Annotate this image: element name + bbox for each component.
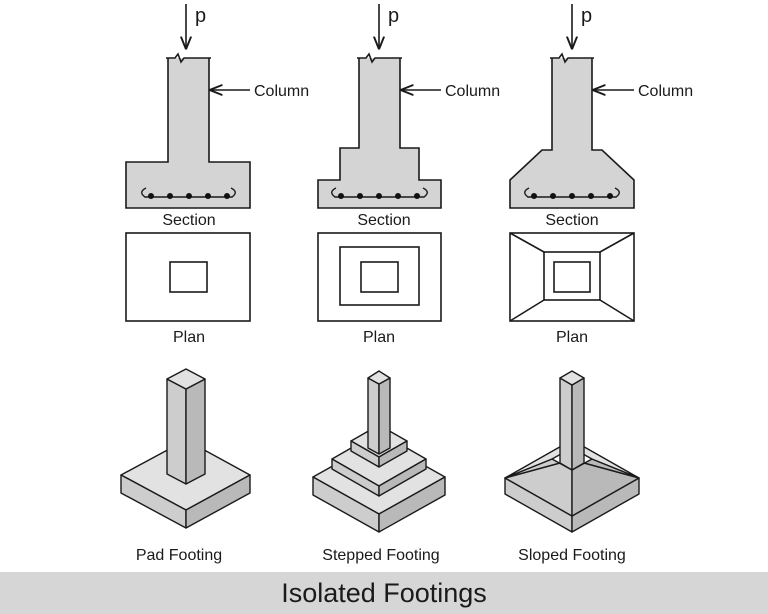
load-label: p (581, 5, 592, 27)
plan-label: Plan (173, 329, 205, 346)
diagram-caption: Isolated Footings (281, 577, 487, 608)
load-label: p (195, 5, 206, 27)
section-label: Section (545, 212, 598, 229)
load-label: p (388, 5, 399, 27)
footing-name: Sloped Footing (518, 547, 626, 564)
sloped-footing-3d: Sloped Footing (504, 370, 640, 564)
pad-footing-section: p Column Section (125, 4, 309, 229)
stepped-footing-section: p Column Section (317, 4, 500, 229)
footing-diagram: p Column Section Plan Pad Footing p Colu… (120, 4, 693, 564)
plan-label: Plan (363, 329, 395, 346)
pad-footing-plan: Plan (125, 232, 251, 346)
plan-label: Plan (556, 329, 588, 346)
column-label: Column (445, 83, 500, 100)
column-label: Column (254, 83, 309, 100)
stepped-footing-3d: Stepped Footing (312, 370, 446, 564)
footing-name: Stepped Footing (322, 547, 439, 564)
footing-name: Pad Footing (136, 547, 222, 564)
stepped-footing-plan: Plan (317, 232, 442, 346)
caption-band: Isolated Footings (0, 572, 768, 614)
sloped-footing-plan: Plan (509, 232, 635, 346)
column-label: Column (638, 83, 693, 100)
section-label: Section (162, 212, 215, 229)
pad-footing-3d: Pad Footing (120, 368, 251, 564)
section-label: Section (357, 212, 410, 229)
sloped-footing-section: p Column Section (509, 4, 693, 229)
